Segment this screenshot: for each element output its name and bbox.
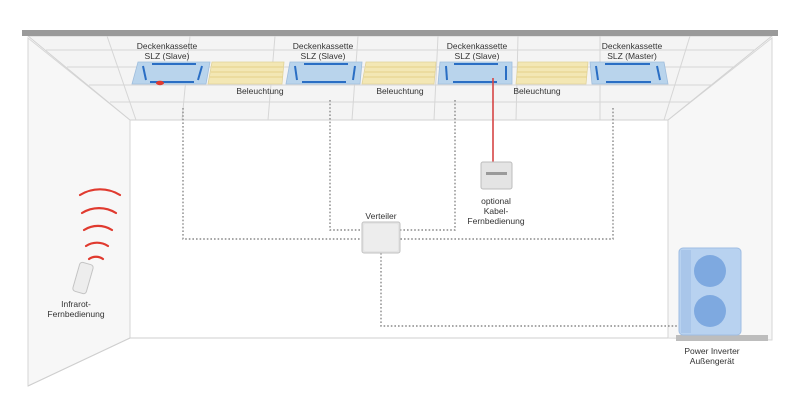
ceiling-cassette [285,61,363,85]
lighting-panels [207,61,589,85]
ir-waves-icon [78,188,122,261]
cassette-label: Deckenkassette SLZ (Master) [602,41,662,61]
cassette-type: SLZ (Slave) [300,51,346,61]
cassette-name: Deckenkassette [446,41,508,51]
cable-remote-label: optional Kabel- Fernbedienung [467,196,524,226]
room-walls [27,36,773,387]
outdoor-unit-label-line: Außengerät [689,356,735,366]
outdoor-unit-label-line: Power Inverter [684,346,740,356]
junction-box-icon [361,221,401,254]
cassette-label: Deckenkassette SLZ (Slave) [293,41,353,61]
wire-cassette-3 [400,100,456,231]
lighting-panel [207,61,285,85]
ir-remote-label-line: Fernbedienung [47,309,105,319]
ir-remote-label: Infrarot- Fernbedienung [47,299,104,319]
infrared-remote-icon[interactable] [72,261,94,295]
cassette-name: Deckenkassette [292,41,354,51]
wire-cassette-2 [329,100,362,231]
outdoor-unit-icon [676,247,768,341]
lighting-label: Beleuchtung [236,86,284,96]
ceiling-slab [22,30,778,36]
cassette-name: Deckenkassette [136,41,198,51]
lighting-panel [361,61,437,85]
outdoor-unit-label: Power Inverter Außengerät [684,346,739,366]
lighting-label: Beleuchtung [376,86,424,96]
cassette-name: Deckenkassette [601,41,663,51]
lighting-panel [515,61,589,85]
ir-receiver [156,80,164,86]
cassette-label: Deckenkassette SLZ (Slave) [447,41,507,61]
wire-outdoor-unit [380,253,690,327]
distributor-label: Verteiler [365,211,397,221]
ceiling-cassette [437,61,513,85]
ceiling-cassette [589,61,669,85]
cassette-label: Deckenkassette SLZ (Slave) [137,41,197,61]
ir-remote-label-line: Infrarot- [61,299,91,309]
wire-cassette-4 [400,108,614,240]
cassette-type: SLZ (Slave) [454,51,500,61]
cassette-type: SLZ (Master) [607,51,657,61]
lighting-label: Beleuchtung [513,86,561,96]
ceiling-cassette [131,61,211,86]
wired-remote-icon[interactable] [480,161,513,190]
wire-cassette-1 [182,108,362,240]
signal-wiring [182,100,690,327]
cable-remote-label-line: optional [481,196,511,206]
cassette-type: SLZ (Slave) [144,51,190,61]
cable-remote-label-line: Kabel- [483,206,509,216]
cable-remote-label-line: Fernbedienung [467,216,525,226]
